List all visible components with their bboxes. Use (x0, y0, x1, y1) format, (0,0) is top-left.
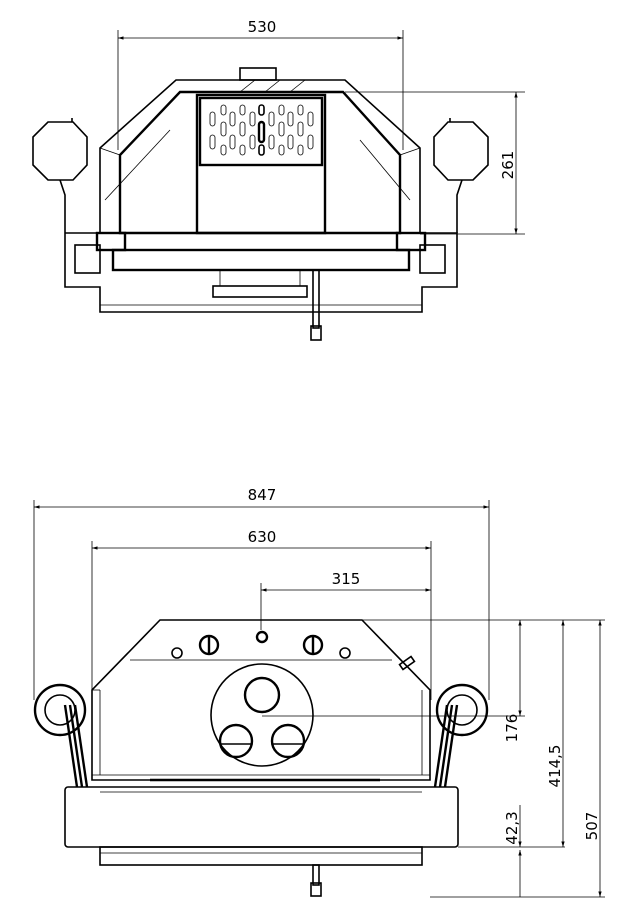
vertical-dimensions: 176 414,5 42,3 507 (262, 619, 605, 898)
flue-outlets (210, 663, 314, 767)
dim-label-261: 261 (499, 151, 517, 180)
dim-label-630: 630 (248, 528, 277, 546)
dim-label-414-5: 414,5 (546, 745, 564, 788)
dim-label-42-3: 42,3 (503, 811, 521, 844)
dimension-847: 847 (33, 486, 490, 700)
side-rings (33, 683, 489, 788)
dim-label-847: 847 (248, 486, 277, 504)
dimension-315: 315 (260, 570, 431, 630)
firebox-body (99, 67, 421, 235)
side-octagons (32, 118, 489, 233)
dim-label-315: 315 (332, 570, 361, 588)
top-view: 530 261 (32, 18, 525, 341)
dim-label-176: 176 (503, 714, 521, 743)
grate-slots (209, 104, 314, 156)
front-view: 847 630 315 176 414,5 42,3 (33, 486, 605, 898)
dim-label-507: 507 (583, 812, 601, 841)
dimension-261: 261 (345, 91, 525, 235)
dim-label-530: 530 (248, 18, 277, 36)
dimension-630: 630 (91, 528, 432, 700)
dimension-530: 530 (117, 18, 404, 150)
stove-body (64, 619, 459, 897)
base-frame (64, 231, 458, 341)
control-knobs (171, 630, 351, 659)
